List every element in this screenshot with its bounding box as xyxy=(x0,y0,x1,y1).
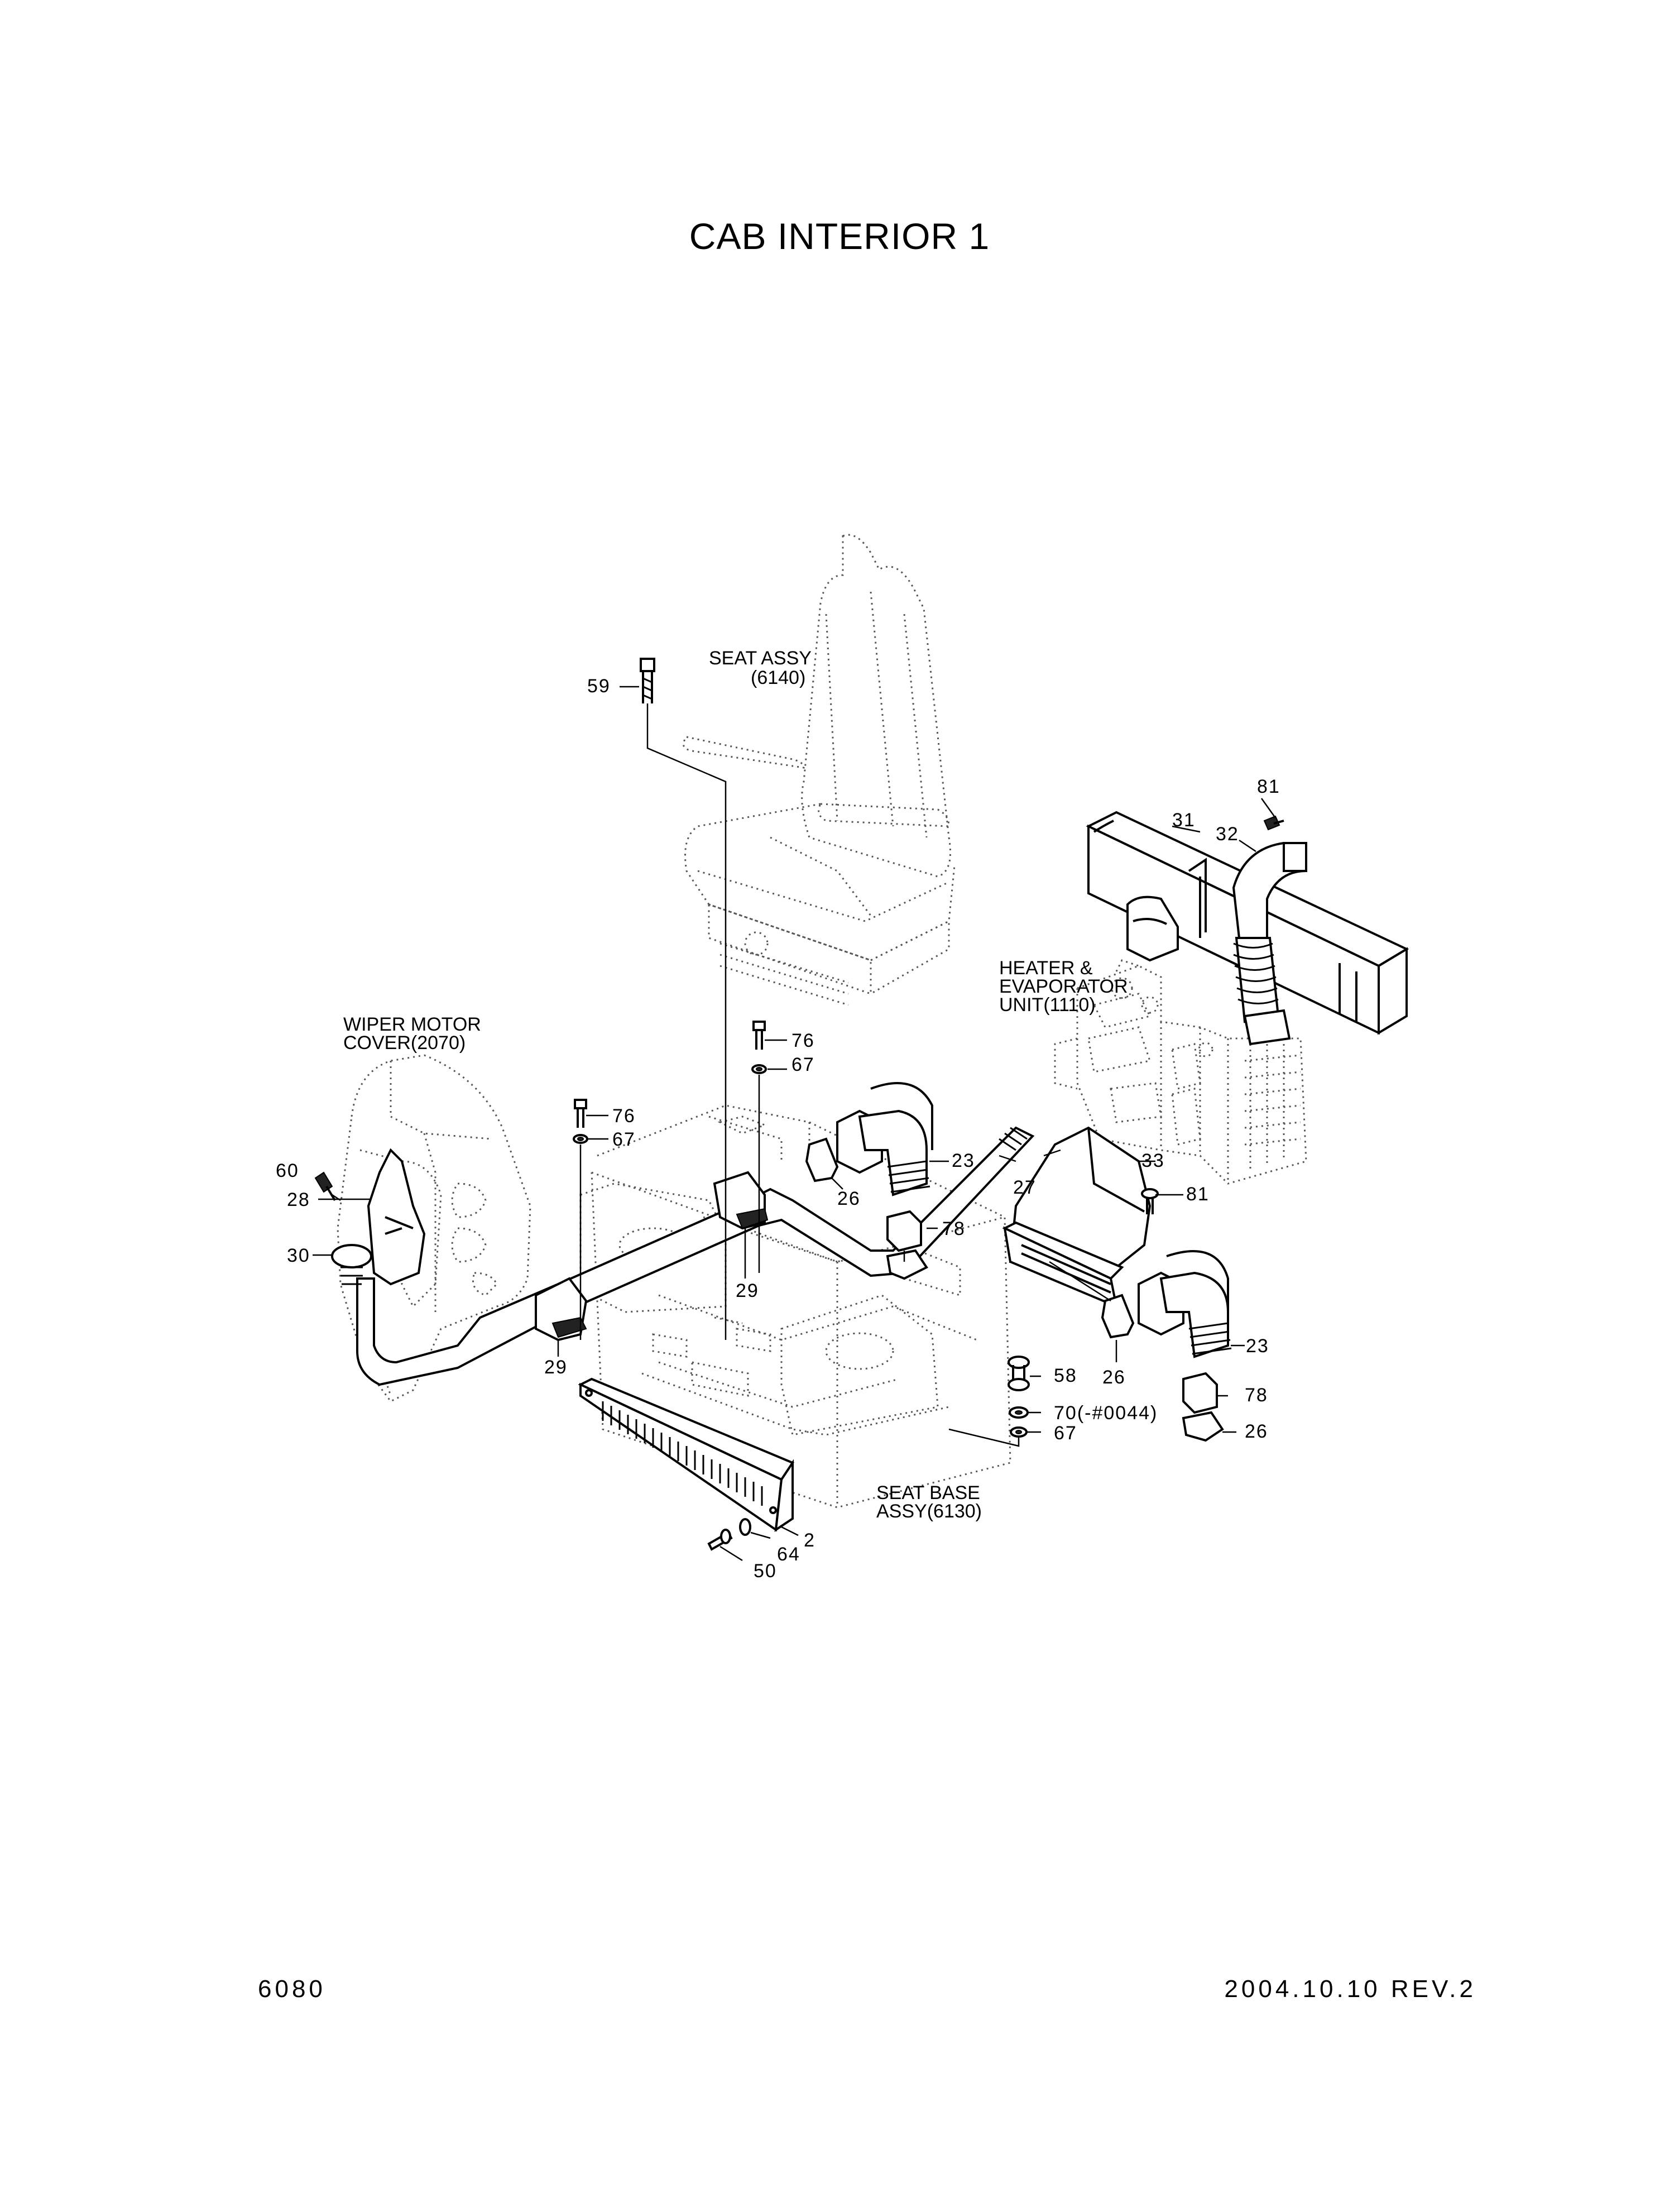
bracket-26-lower xyxy=(1182,1411,1224,1442)
callout-32: 32 xyxy=(1216,823,1239,845)
callout-81-top: 81 xyxy=(1257,776,1280,797)
screw-50 xyxy=(707,1529,733,1551)
callout-23-upper: 23 xyxy=(952,1150,975,1171)
seat-assy-label-2: (6140) xyxy=(751,667,805,688)
heater-unit-label-2: EVAPORATOR xyxy=(999,976,1128,997)
elbow-32 xyxy=(1232,841,1307,1046)
duct-33 xyxy=(1002,1126,1152,1309)
fitting-78-upper xyxy=(886,1210,928,1280)
callout-23-lower: 23 xyxy=(1246,1335,1269,1357)
callout-59: 59 xyxy=(587,676,611,697)
page-number: 6080 xyxy=(258,1975,326,2003)
bolt-58 xyxy=(1008,1356,1030,1391)
callout-58: 58 xyxy=(1054,1365,1077,1386)
hose-23-upper xyxy=(836,1082,933,1196)
callout-26-upper: 26 xyxy=(837,1188,861,1209)
bolt-59 xyxy=(640,658,655,703)
bolt-76-right xyxy=(752,1021,766,1050)
leader-lines xyxy=(313,686,1277,1562)
fitting-78-lower xyxy=(1182,1372,1218,1414)
callout-78-lower: 78 xyxy=(1245,1385,1268,1406)
washer-67-left xyxy=(573,1134,588,1144)
callout-30: 30 xyxy=(287,1245,310,1266)
callout-70: 70(-#0044) xyxy=(1054,1402,1158,1424)
washer-67-right xyxy=(751,1064,767,1074)
bolt-76-left xyxy=(574,1099,587,1128)
heater-unit-label-1: HEATER & xyxy=(999,957,1093,979)
callout-27: 27 xyxy=(1013,1177,1037,1198)
seat-assy-ghost xyxy=(682,534,956,1006)
callout-28: 28 xyxy=(287,1189,310,1210)
heater-unit-ghost xyxy=(1054,959,1307,1185)
callout-26-mid: 26 xyxy=(1102,1367,1126,1388)
callout-26-lower: 26 xyxy=(1245,1421,1268,1442)
callout-29-right: 29 xyxy=(736,1280,759,1301)
page-title: CAB INTERIOR 1 xyxy=(689,216,990,257)
callout-60: 60 xyxy=(276,1160,299,1181)
seat-base-label-2: ASSY(6130) xyxy=(876,1501,982,1522)
wiper-cover-label-2: COVER(2070) xyxy=(343,1032,466,1054)
washer-70 xyxy=(1009,1406,1029,1419)
callout-67-left: 67 xyxy=(612,1129,636,1150)
bracket-26-mid xyxy=(1101,1294,1135,1339)
callout-81-lower: 81 xyxy=(1186,1184,1210,1205)
callout-29-left: 29 xyxy=(544,1357,568,1378)
seat-assy-label-1: SEAT ASSY xyxy=(709,648,812,669)
hose-23-lower xyxy=(1138,1250,1232,1358)
callout-64: 64 xyxy=(777,1544,800,1565)
callout-78-upper: 78 xyxy=(942,1218,966,1239)
screw-81-top xyxy=(1263,815,1284,831)
callout-76-left: 76 xyxy=(612,1105,636,1127)
heater-unit-label-3: UNIT(1110) xyxy=(999,994,1096,1016)
washer-67-lower xyxy=(1010,1426,1028,1438)
revision-date: 2004.10.10 REV.2 xyxy=(1224,1975,1476,2003)
seat-base-ghost xyxy=(579,1104,1011,1509)
callout-67-lower: 67 xyxy=(1054,1423,1077,1444)
wiper-cover-label-1: WIPER MOTOR xyxy=(343,1014,481,1035)
callout-31: 31 xyxy=(1172,810,1196,831)
washer-64 xyxy=(739,1518,751,1536)
callout-2: 2 xyxy=(804,1530,815,1551)
clamp-30 xyxy=(331,1244,372,1285)
callout-67-right: 67 xyxy=(791,1054,815,1075)
callout-33: 33 xyxy=(1141,1150,1165,1171)
grille-2 xyxy=(578,1377,795,1533)
callout-76-right: 76 xyxy=(791,1030,815,1051)
pipe-27 xyxy=(356,1126,1035,1386)
bracket-28 xyxy=(367,1148,426,1286)
clamp-29-left xyxy=(535,1277,588,1342)
screw-81-lower xyxy=(1141,1188,1159,1214)
bracket-26-upper xyxy=(805,1137,839,1182)
seat-base-label-1: SEAT BASE xyxy=(876,1482,980,1504)
screw-60 xyxy=(314,1171,336,1201)
clamp-29-right xyxy=(713,1171,769,1230)
callout-50: 50 xyxy=(754,1560,777,1582)
